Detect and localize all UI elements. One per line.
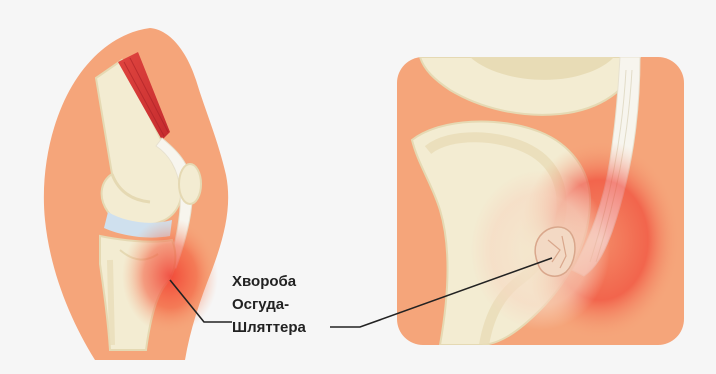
tibial-tubercle-fragment <box>535 227 575 276</box>
condition-label-line-3: Шляттера <box>232 316 306 339</box>
patella-bone <box>179 164 201 204</box>
condition-label-line-2: Осгуда- <box>232 293 289 316</box>
condition-label-line-1: Хвороба <box>232 270 296 293</box>
inflammation-glow-left <box>122 218 218 334</box>
zoom-panel <box>397 57 684 345</box>
